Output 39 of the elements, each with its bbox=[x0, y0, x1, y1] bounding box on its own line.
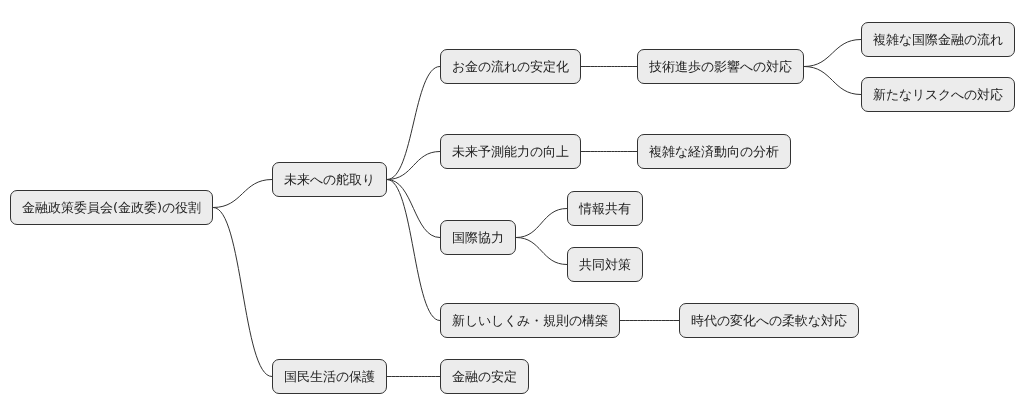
connector-line bbox=[580, 151, 638, 152]
topic-label: 未来への舵取り bbox=[284, 170, 375, 189]
topic-label: 国際協力 bbox=[452, 228, 504, 247]
topic-label: お金の流れの安定化 bbox=[452, 57, 569, 76]
topic-label: 技術進歩の影響への対応 bbox=[649, 57, 792, 76]
topic-label: 時代の変化への柔軟な対応 bbox=[691, 311, 847, 330]
topic-label: 新たなリスクへの対応 bbox=[873, 85, 1003, 104]
connector-line bbox=[386, 376, 441, 377]
connector-line bbox=[619, 320, 680, 321]
topic-box bbox=[272, 359, 387, 394]
topic-box bbox=[440, 303, 620, 338]
topic-box bbox=[637, 134, 791, 169]
topic-box bbox=[679, 303, 859, 338]
topic-box bbox=[10, 190, 214, 225]
topic-label: 金融政策委員会(金政委)の役割 bbox=[22, 198, 202, 217]
topic-box bbox=[567, 247, 643, 282]
topic-label: 国民生活の保護 bbox=[284, 367, 375, 386]
connector-line bbox=[580, 66, 638, 67]
connector-line bbox=[515, 237, 568, 265]
topic-label: 情報共有 bbox=[579, 199, 631, 218]
topic-box bbox=[440, 134, 581, 169]
topic-label: 複雑な国際金融の流れ bbox=[873, 30, 1003, 49]
topic-box bbox=[440, 49, 581, 84]
topic-box bbox=[567, 191, 643, 226]
topic-label: 金融の安定 bbox=[452, 367, 517, 386]
topic-box bbox=[637, 49, 804, 84]
connector-line bbox=[212, 207, 273, 377]
topic-box bbox=[272, 162, 387, 197]
topic-label: 新しいしくみ・規則の構築 bbox=[452, 311, 608, 330]
topic-box bbox=[861, 22, 1015, 57]
topic-label: 未来予測能力の向上 bbox=[452, 142, 569, 161]
connector-line bbox=[386, 66, 441, 180]
topic-label: 共同対策 bbox=[579, 255, 631, 274]
connector-line bbox=[386, 179, 441, 321]
topic-box bbox=[440, 359, 529, 394]
connector-line bbox=[803, 66, 862, 95]
topic-label: 複雑な経済動向の分析 bbox=[649, 142, 779, 161]
topic-box bbox=[440, 220, 516, 255]
topic-box bbox=[861, 77, 1015, 112]
